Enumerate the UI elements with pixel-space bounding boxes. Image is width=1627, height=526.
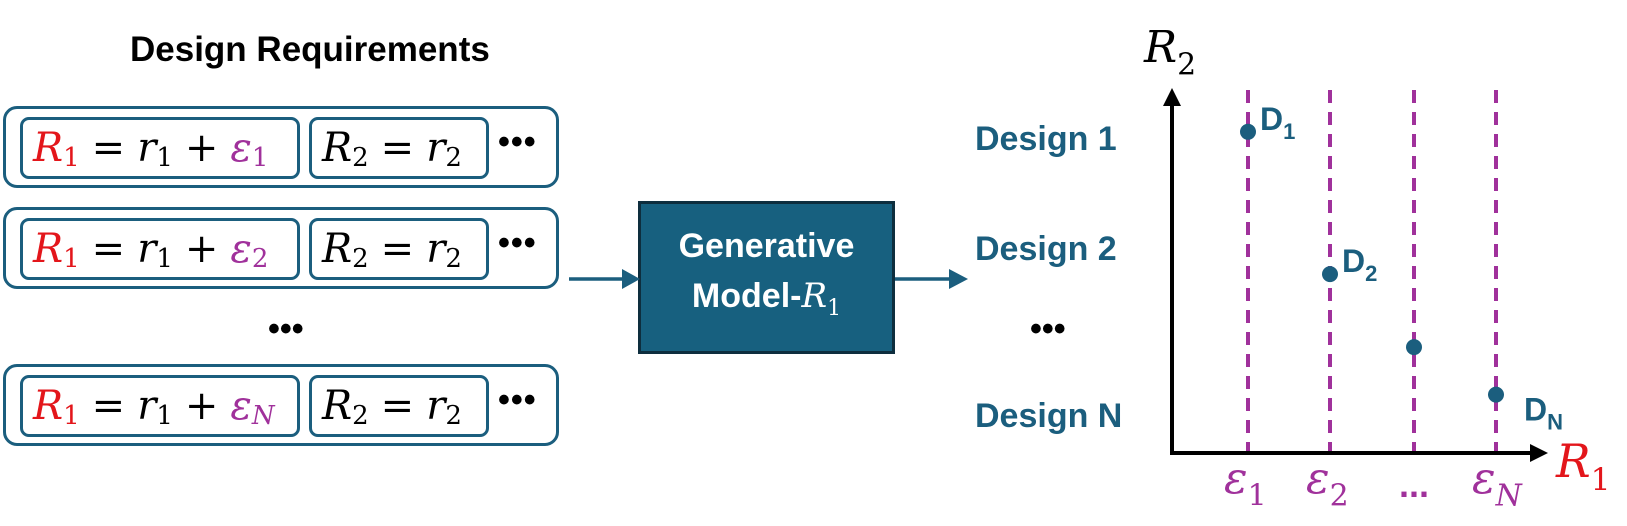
design-1-label: Design 1 [975, 120, 1117, 158]
design-point [1240, 123, 1256, 140]
epsilon-tick-label: εN [1472, 453, 1524, 513]
design-2-label: Design 2 [975, 230, 1117, 268]
design-point [1322, 266, 1338, 283]
more-requirements-ellipsis: ••• [498, 224, 537, 262]
generative-model-line2: Model-R1 [691, 276, 842, 321]
design-n-label: Design N [975, 397, 1123, 435]
y-axis-label: R2 [1143, 22, 1196, 82]
design-point [1406, 339, 1422, 356]
y-axis-arrowhead [1163, 88, 1181, 106]
requirements-ellipsis: ••• [268, 310, 304, 348]
arrow-to-model-head [622, 269, 640, 289]
design-point-label: D2 [1342, 243, 1377, 286]
designs-ellipsis: ••• [1030, 310, 1066, 348]
more-requirements-ellipsis: ••• [498, 123, 537, 161]
arrow-to-designs-head [949, 269, 968, 289]
x-axis-arrowhead [1530, 444, 1548, 462]
epsilon-tick-label: ε2 [1306, 453, 1349, 513]
generative-model-box: Generative Model-R1 [638, 201, 895, 354]
more-requirements-ellipsis: ••• [498, 381, 537, 419]
design-requirements-title: Design Requirements [130, 30, 490, 69]
design-point [1488, 386, 1504, 403]
design-point-label: D1 [1260, 101, 1295, 144]
x-axis-label: R1 [1555, 434, 1611, 498]
epsilon-tick-ellipsis: ... [1399, 464, 1429, 505]
design-point-label: DN [1524, 392, 1563, 435]
epsilon-tick-label: ε1 [1224, 453, 1267, 513]
generative-model-line1: Generative [678, 227, 855, 266]
